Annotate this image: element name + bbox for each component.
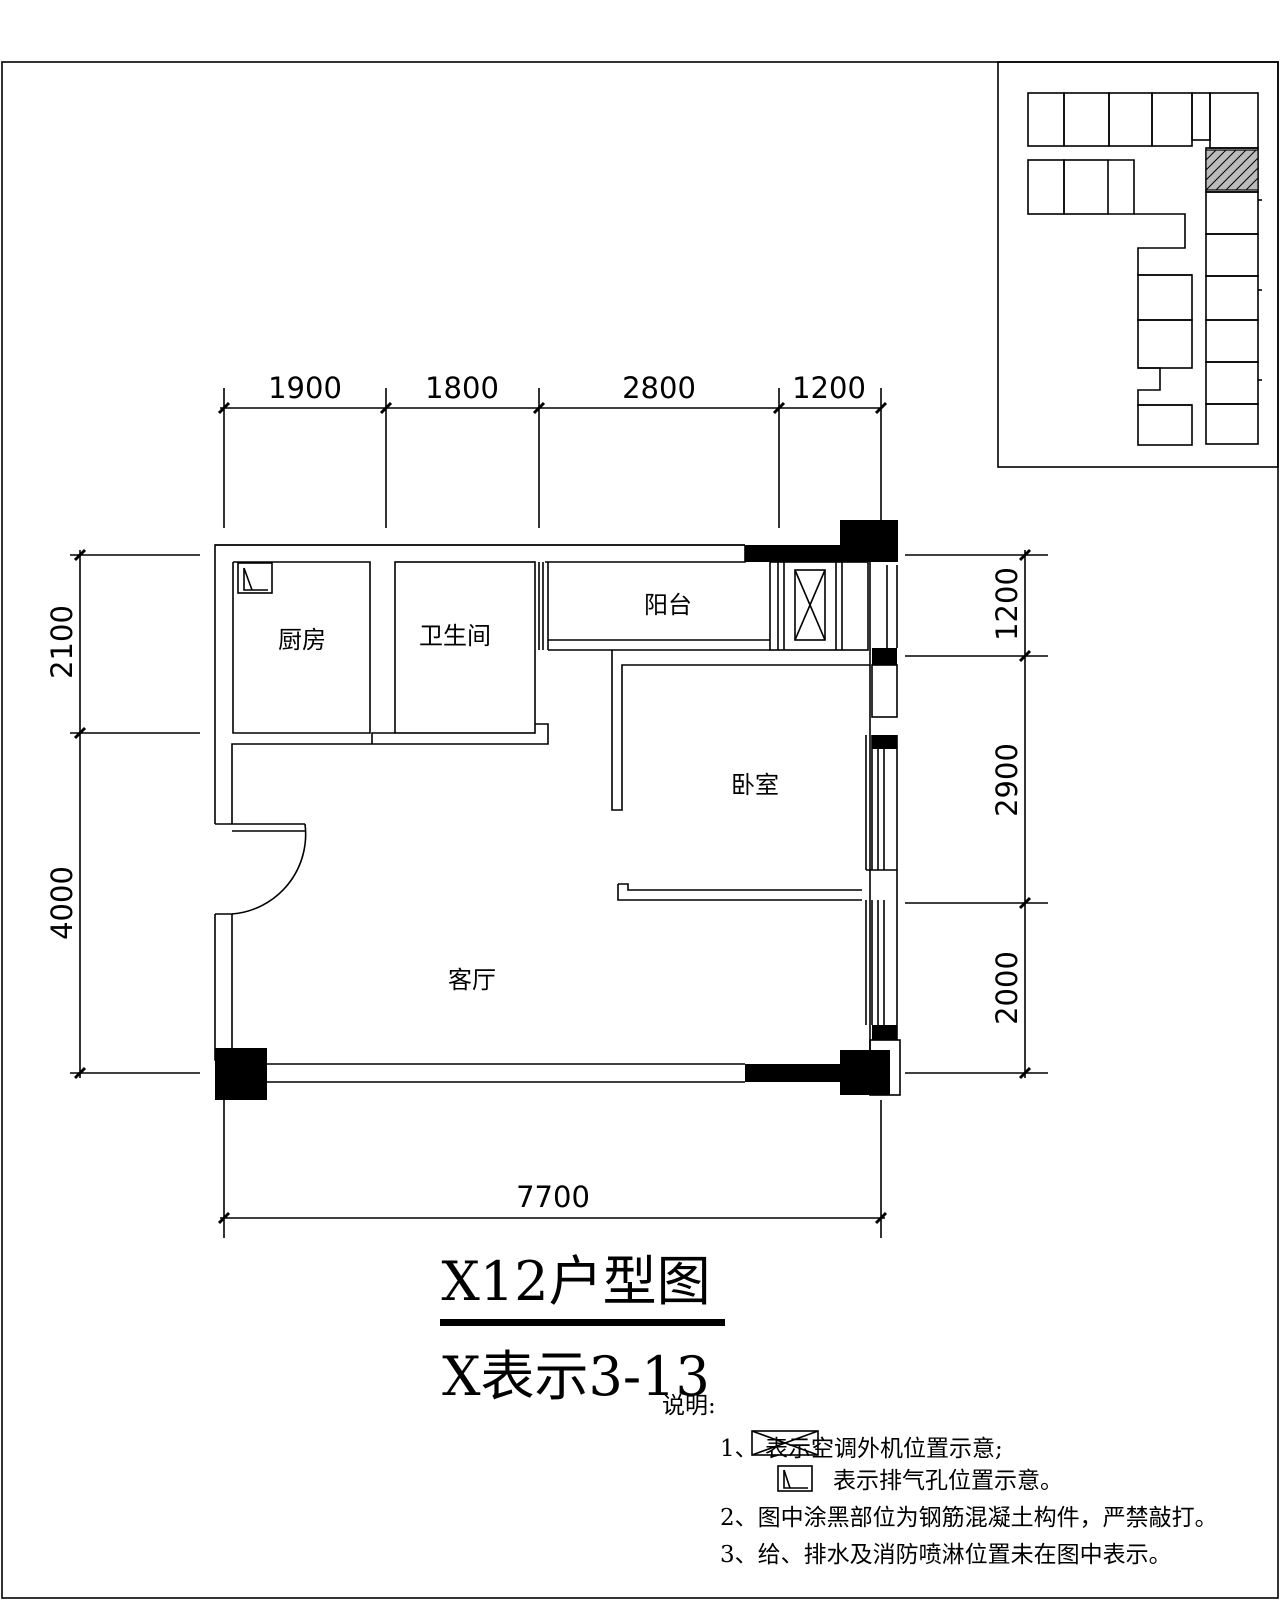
room-label-living: 客厅 [448,966,496,994]
dim-bottom: 7700 [516,1180,590,1214]
key-plan [997,61,1279,468]
note-line-1b: 表示排气孔位置示意。 [833,1468,1063,1494]
room-label-kitchen: 厨房 [278,626,326,654]
ac-unit-icon [794,569,826,641]
dimension-lines [70,388,1048,1238]
dim-left-2: 4000 [45,866,79,940]
note-vent-icon [777,1465,813,1492]
dim-left-1: 2100 [45,605,79,679]
dim-top-2: 1800 [425,371,499,405]
plan-subtitle: X表示3-13 [442,1345,710,1408]
room-label-balcony: 阳台 [644,591,692,619]
note-line-2: 2、图中涂黑部位为钢筋混凝土构件，严禁敲打。 [720,1505,1218,1531]
dim-top-4: 1200 [792,371,866,405]
note-line-1: 1、 表示空调外机位置示意; [720,1436,1003,1462]
walls [214,544,901,1096]
dim-right-1: 1200 [990,567,1024,641]
concrete-members [215,520,898,1100]
room-label-bedroom: 卧室 [731,771,779,799]
plan-title: X12户型图 [441,1250,710,1313]
exhaust-vent-icon [237,562,273,594]
title-underline [440,1319,725,1326]
room-label-bathroom: 卫生间 [419,622,491,650]
drawing-frame [1,61,1279,1599]
dim-top-1: 1900 [268,371,342,405]
dim-right-2: 2900 [990,743,1024,817]
note-line-3: 3、给、排水及消防喷淋位置未在图中表示。 [720,1542,1172,1568]
dim-top-3: 2800 [622,371,696,405]
dim-right-3: 2000 [990,951,1024,1025]
note-ac-icon [751,1430,819,1456]
notes-heading: 说明: [662,1393,716,1419]
